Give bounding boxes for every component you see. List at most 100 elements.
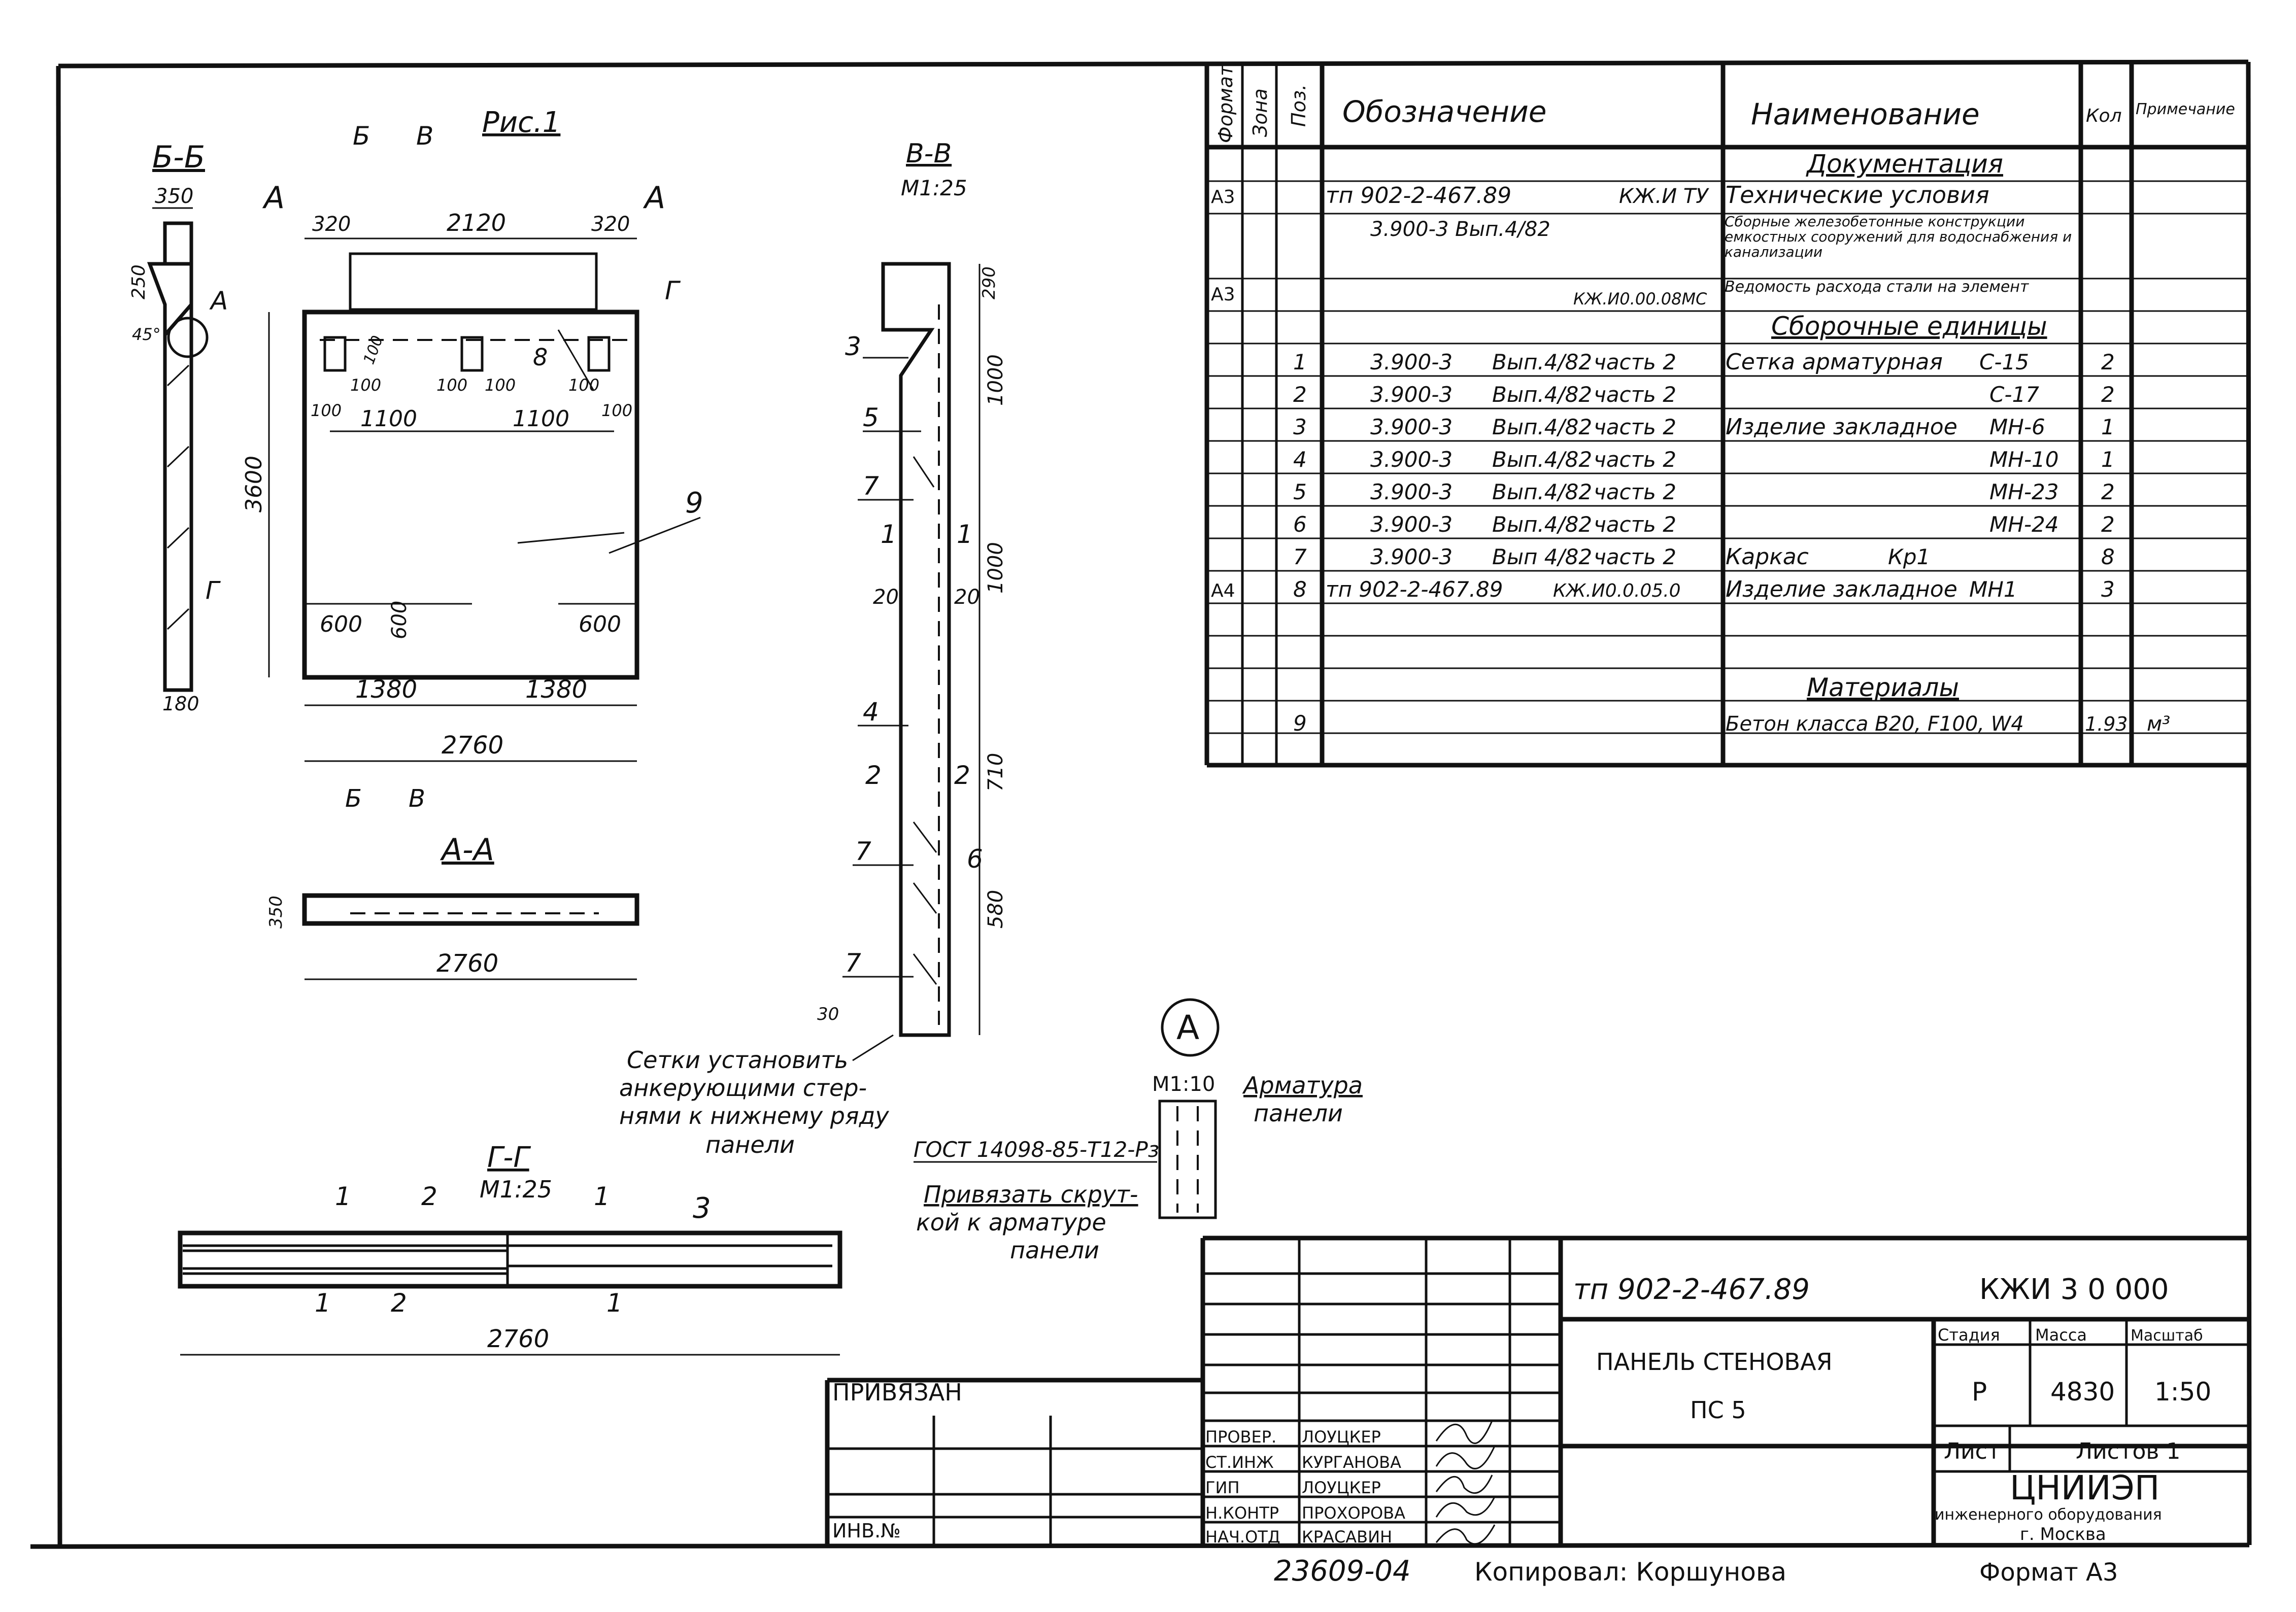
- col-name: Наименование: [1751, 97, 1980, 131]
- sheet-frame: [30, 59, 2252, 1549]
- detail-a-callout: А: [209, 286, 228, 316]
- svg-text:3.900-3: 3.900-3: [1370, 479, 1453, 504]
- mesh-note: Сетки установить анкерующими стер- нями …: [619, 1034, 894, 1158]
- svg-text:часть 2: часть 2: [1594, 544, 1676, 569]
- signatures: [1435, 1420, 1496, 1545]
- doc-row-3-name: Ведомость расхода стали на элемент: [1725, 279, 2029, 296]
- svg-text:Масса: Масса: [2035, 1325, 2087, 1345]
- svg-text:М1:25: М1:25: [901, 176, 967, 200]
- svg-text:4: 4: [1293, 447, 1307, 472]
- col-zone: Зона: [1249, 88, 1271, 137]
- svg-text:Масштаб: Масштаб: [2131, 1327, 2203, 1345]
- svg-text:3.900-3: 3.900-3: [1370, 415, 1453, 439]
- assembly-row-7: 7 3.900-3 Вып 4/82 часть 2 Каркас Кр1 8: [1293, 544, 2115, 570]
- svg-text:Изделие закладное: Изделие закладное: [1726, 576, 1957, 602]
- svg-text:3: 3: [2101, 577, 2115, 602]
- section-bb-title: Б-Б: [152, 140, 205, 175]
- footer-number: 23609-04: [1274, 1555, 1411, 1588]
- svg-text:2: 2: [391, 1288, 407, 1318]
- svg-text:100: 100: [436, 375, 467, 395]
- scale-value: 1:50: [2154, 1377, 2211, 1407]
- svg-text:нями к нижнему ряду: нями к нижнему ряду: [619, 1102, 889, 1129]
- signature-roles: ПРОВЕР. ЛОУЦКЕР СТ.ИНЖ КУРГАНОВА ГИП ЛОУ…: [1205, 1427, 1405, 1547]
- svg-text:ГИП: ГИП: [1205, 1478, 1240, 1497]
- svg-text:2: 2: [954, 761, 970, 790]
- svg-text:Б: Б: [345, 784, 362, 813]
- svg-text:СТ.ИНЖ: СТ.ИНЖ: [1205, 1453, 1274, 1472]
- svg-text:МН-10: МН-10: [1989, 447, 2058, 472]
- assembly-row-1: 1 3.900-3 Вып.4/82 часть 2 Сетка арматур…: [1293, 349, 2115, 375]
- svg-text:5: 5: [863, 403, 879, 432]
- svg-text:1: 1: [594, 1182, 610, 1211]
- doc-row-1-format: А3: [1211, 187, 1235, 208]
- svg-text:КРАСАВИН: КРАСАВИН: [1302, 1527, 1392, 1547]
- svg-text:710: 710: [984, 753, 1007, 792]
- svg-text:2: 2: [2101, 382, 2115, 407]
- section-gg-title: Г-Г: [487, 1141, 531, 1174]
- svg-text:3: 3: [845, 332, 861, 361]
- assembly-row-8: А4 8 тп 902-2-467.89 КЖ.И0.0.05.0 Издели…: [1211, 576, 2115, 602]
- svg-text:М1:25: М1:25: [480, 1176, 552, 1203]
- section-documentation: Документация: [1806, 149, 2003, 179]
- svg-text:М1:10: М1:10: [1152, 1073, 1215, 1096]
- svg-text:ЛОУЦКЕР: ЛОУЦКЕР: [1302, 1478, 1381, 1497]
- pos-8-callout: 8: [533, 344, 548, 371]
- title-block: тп 902-2-467.89 КЖИ 3 0 000 ПАНЕЛЬ СТЕНО…: [825, 1236, 2249, 1547]
- svg-text:6: 6: [967, 844, 983, 874]
- svg-text:Вып 4/82: Вып 4/82: [1492, 544, 1592, 569]
- col-pos: Поз.: [1288, 84, 1310, 127]
- svg-text:8: 8: [2101, 544, 2115, 569]
- svg-text:Вып.4/82: Вып.4/82: [1492, 512, 1592, 537]
- svg-text:3.900-3: 3.900-3: [1370, 382, 1453, 407]
- col-qty: Кол: [2086, 106, 2122, 126]
- svg-text:Вып.4/82: Вып.4/82: [1492, 479, 1592, 504]
- detail-a-label: А: [1176, 1008, 1199, 1047]
- svg-text:9: 9: [1293, 711, 1307, 736]
- assembly-row-5: 5 3.900-3 Вып.4/82 часть 2 МН-23 2: [1293, 479, 2115, 504]
- svg-text:290: 290: [979, 266, 999, 299]
- svg-text:панели: панели: [705, 1131, 795, 1158]
- svg-text:100: 100: [485, 375, 516, 395]
- svg-text:Кр1: Кр1: [1888, 544, 1930, 569]
- svg-text:Вып.4/82: Вып.4/82: [1492, 447, 1592, 472]
- svg-text:часть 2: часть 2: [1594, 512, 1676, 537]
- section-materials: Материалы: [1807, 673, 1959, 702]
- panel-elevation: Рис.1 Б В А А Г 320 2120 320 3600 100 10…: [241, 106, 703, 813]
- svg-text:А: А: [643, 180, 665, 216]
- footer-copied: Копировал: Коршунова: [1474, 1557, 1786, 1587]
- svg-text:1000: 1000: [984, 542, 1007, 594]
- svg-text:Стадия: Стадия: [1938, 1325, 2000, 1345]
- svg-text:1: 1: [881, 520, 897, 549]
- svg-text:часть 2: часть 2: [1594, 479, 1676, 504]
- doc-row-2-designation: 3.900-3 Вып.4/82: [1370, 218, 1550, 241]
- section-gg: Г-Г М1:25 1 2 1 3 1 2 1 2760: [178, 1141, 842, 1356]
- svg-text:320: 320: [591, 213, 630, 236]
- svg-text:4: 4: [863, 697, 879, 727]
- assembly-row-4: 4 3.900-3 Вып.4/82 часть 2 МН-10 1: [1293, 447, 2115, 472]
- svg-text:350: 350: [266, 896, 286, 929]
- section-assembly: Сборочные единицы: [1771, 312, 2047, 341]
- svg-text:Арматура: Арматура: [1242, 1072, 1363, 1099]
- svg-text:МН-24: МН-24: [1989, 512, 2058, 537]
- svg-text:КУРГАНОВА: КУРГАНОВА: [1302, 1453, 1401, 1472]
- svg-text:2: 2: [2101, 350, 2115, 374]
- svg-text:2: 2: [2101, 512, 2115, 537]
- svg-text:1380: 1380: [525, 675, 587, 704]
- svg-text:180: 180: [162, 693, 199, 715]
- svg-text:2: 2: [2101, 479, 2115, 504]
- footer: 23609-04 Копировал: Коршунова Формат А3: [1274, 1555, 2118, 1588]
- section-bb: Б-Б 350 250 45° А 180 Г: [128, 140, 228, 715]
- spec-table: Формат Зона Поз. Обозначение Наименовани…: [1204, 63, 2248, 768]
- svg-text:Листов 1: Листов 1: [2076, 1438, 2180, 1464]
- svg-text:2: 2: [1293, 382, 1307, 407]
- doc-row-1-name: Технические условия: [1726, 181, 1989, 209]
- svg-text:панели: панели: [1254, 1100, 1343, 1127]
- detail-a: А М1:10 Арматура панели ГОСТ 14098-85-Т1…: [914, 998, 1363, 1264]
- svg-text:Вып.4/82: Вып.4/82: [1492, 350, 1592, 374]
- svg-text:45°: 45°: [132, 325, 161, 344]
- svg-text:1: 1: [2101, 415, 2115, 439]
- svg-text:часть 2: часть 2: [1594, 415, 1676, 439]
- svg-text:МН1: МН1: [1969, 577, 2017, 602]
- svg-text:5: 5: [1293, 479, 1307, 504]
- svg-text:2760: 2760: [442, 731, 503, 760]
